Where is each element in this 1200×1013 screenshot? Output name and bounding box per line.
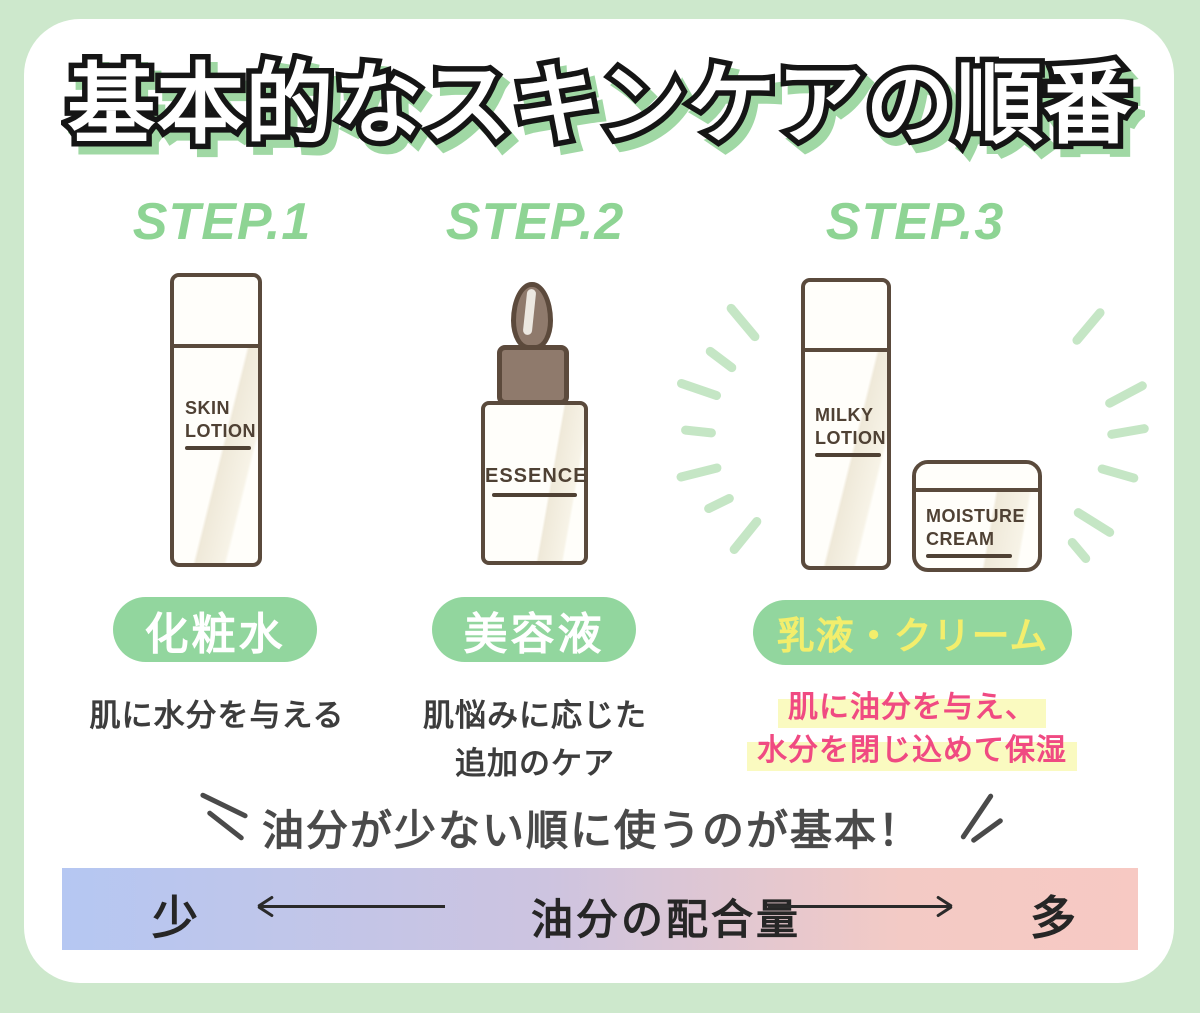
essence-label: ESSENCE: [485, 465, 588, 497]
tag-lotion: 化粧水: [113, 597, 317, 662]
milky-lotion-label-line2: LOTION: [815, 427, 886, 448]
page-title-fill: 基本的なスキンケアの順番: [67, 55, 1133, 154]
tag-serum: 美容液: [432, 597, 636, 662]
step1-heading: STEP.1: [132, 193, 312, 251]
skin-lotion-bottle-illustration: SKIN LOTION: [170, 273, 262, 567]
step1-description: 肌に水分を与える: [89, 698, 345, 733]
right-arrow-line: [768, 905, 952, 908]
moisture-cream-jar-illustration: MOISTURE CREAM: [912, 460, 1042, 572]
bar-label-center: 油分の配合量: [530, 896, 802, 943]
milky-lotion-label-rule: [815, 453, 881, 457]
skin-lotion-cap: [174, 277, 258, 348]
step3-heading: STEP.3: [825, 193, 1005, 251]
skin-lotion-label-line2: LOTION: [185, 420, 256, 441]
slogan-text: 油分が少ない順に使うのが基本！: [261, 807, 923, 854]
moisture-cream-label-rule: [926, 554, 1012, 558]
essence-dropper-bulb: [511, 282, 553, 350]
tag-milk-cream: 乳液・クリーム: [753, 600, 1072, 665]
moisture-cream-lid: [916, 464, 1038, 492]
moisture-cream-label-line2: CREAM: [926, 528, 995, 549]
step3-description-line1: 肌に油分を与え、: [778, 682, 1046, 728]
moisture-cream-label-line1: MOISTURE: [926, 506, 1026, 526]
left-arrow-line: [258, 905, 445, 908]
milky-lotion-label: MILKY LOTION: [815, 404, 886, 457]
step2-description-line1: 肌悩みに応じた: [423, 698, 647, 733]
step2-description-line2: 追加のケア: [455, 746, 615, 781]
skin-lotion-label-rule: [185, 446, 251, 450]
milky-lotion-cap: [805, 282, 887, 352]
essence-label-line1: ESSENCE: [485, 465, 588, 487]
essence-label-rule: [492, 493, 577, 497]
step2-heading: STEP.2: [445, 193, 625, 251]
milky-lotion-bottle-illustration: MILKY LOTION: [801, 278, 891, 570]
page-title: 基本的なスキンケアの順番 基本的なスキンケアの順番: [0, 49, 1200, 174]
bar-label-low: 少: [152, 892, 198, 944]
step3-description-line2: 水分を閉じ込めて保湿: [747, 725, 1077, 771]
moisture-cream-label: MOISTURE CREAM: [926, 505, 1025, 558]
milky-lotion-label-line1: MILKY: [815, 405, 874, 425]
skin-lotion-label: SKIN LOTION: [185, 397, 256, 450]
bar-label-high: 多: [1030, 892, 1076, 944]
oil-amount-gradient-bar: 少 油分の配合量 多: [62, 868, 1138, 950]
essence-bottle-illustration: ESSENCE: [481, 401, 588, 565]
highlighted-text: 水分を閉じ込めて保湿: [747, 734, 1077, 771]
essence-dropper-collar: [497, 345, 569, 405]
highlighted-text: 肌に油分を与え、: [778, 691, 1046, 728]
page-title-outline: 基本的なスキンケアの順番: [62, 49, 1137, 159]
skin-lotion-label-line1: SKIN: [185, 398, 231, 418]
